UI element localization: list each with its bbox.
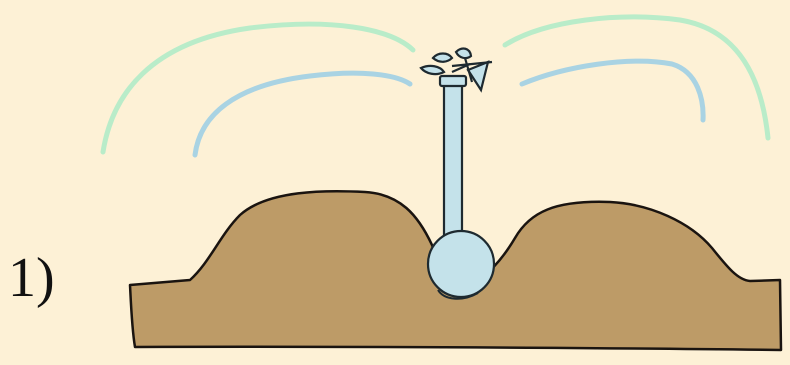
sprinkler-pipe <box>444 82 462 244</box>
water-spray-arcs <box>103 17 768 155</box>
spray-arc-inner-right <box>522 61 703 120</box>
sprinkler-head <box>421 49 492 90</box>
sprinkler-base-ball <box>428 231 494 297</box>
spray-arc-inner-left <box>195 73 410 155</box>
step-number-label: 1) <box>8 250 55 306</box>
sprinkler-icon <box>421 49 494 299</box>
